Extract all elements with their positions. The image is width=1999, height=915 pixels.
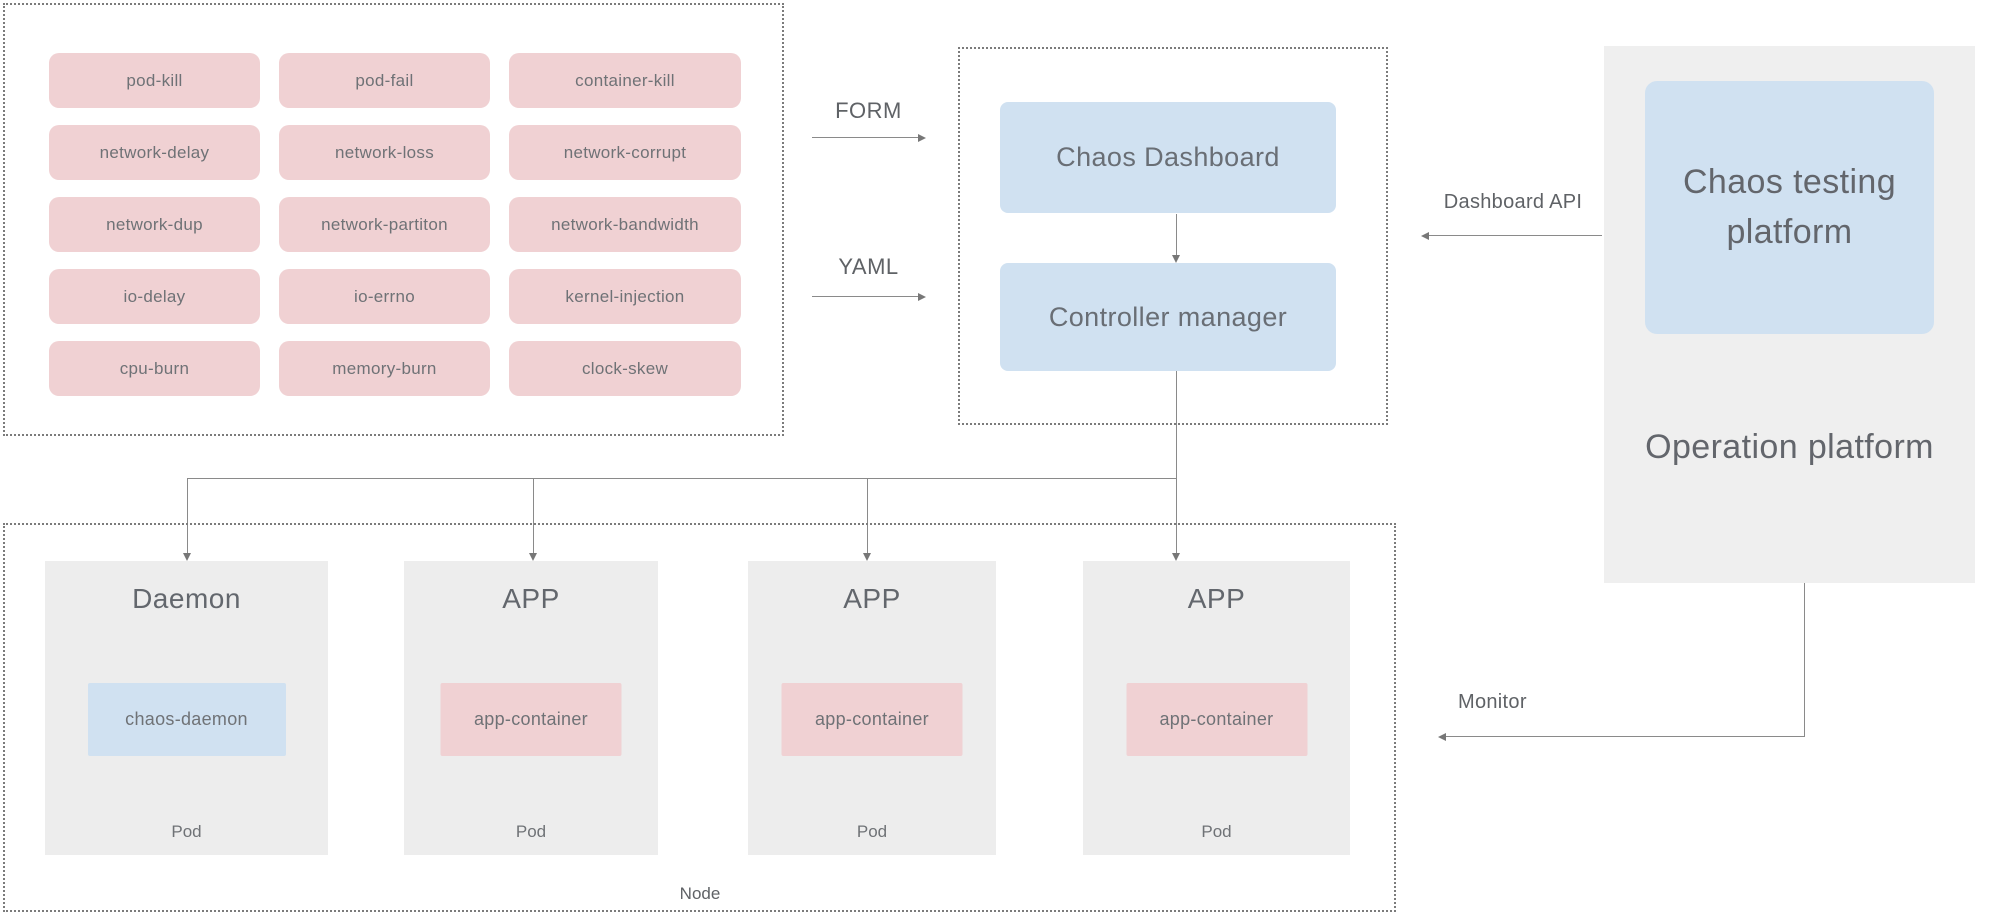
app1-arrowhead-icon — [529, 553, 537, 561]
control-plane-panel — [958, 47, 1388, 425]
node-label: Node — [679, 884, 721, 903]
operation-platform-panel: Chaos testing platform Operation platfor… — [1604, 46, 1975, 583]
app-pod-label: Pod — [1201, 822, 1232, 841]
controller-manager-box: Controller manager — [1000, 263, 1336, 371]
dashboard-api-label: Dashboard API — [1443, 191, 1583, 213]
form-arrowhead-icon — [918, 134, 926, 142]
chaos-testing-platform-box: Chaos testing platform — [1645, 81, 1934, 334]
app-pod-label: Pod — [856, 822, 888, 841]
chaos-daemon-container-box: chaos-daemon — [87, 683, 286, 756]
chaos-type-network-loss: network-loss — [279, 125, 490, 180]
daemon-pod-label: Pod — [171, 822, 202, 841]
branch-line — [187, 478, 1177, 479]
app-container-box: app-container — [440, 683, 622, 756]
app-pod-title: APP — [502, 583, 560, 614]
app3-arrowhead-icon — [1172, 553, 1180, 561]
app-pod-title: APP — [843, 583, 901, 614]
monitor-vertical-line — [1804, 583, 1805, 737]
controller-trunk-line — [1176, 371, 1177, 554]
yaml-arrowhead-icon — [918, 293, 926, 301]
app-container-box: app-container — [781, 683, 963, 756]
yaml-arrow-line — [812, 296, 921, 297]
chaos-type-network-corrupt: network-corrupt — [509, 125, 741, 180]
node-panel — [3, 523, 1396, 912]
chaos-type-io-delay: io-delay — [49, 269, 260, 324]
branch-drop-daemon-line — [187, 478, 188, 554]
app-pod-box-3: APP app-container Pod — [1083, 561, 1350, 855]
chaos-type-container-kill: container-kill — [509, 53, 741, 108]
dashboard-api-arrowhead-icon — [1421, 232, 1429, 240]
form-label: FORM — [835, 98, 902, 123]
chaos-type-network-dup: network-dup — [49, 197, 260, 252]
branch-drop-app1-line — [533, 478, 534, 554]
yaml-label: YAML — [838, 254, 899, 279]
chaos-type-memory-burn: memory-burn — [279, 341, 490, 396]
app-container-box: app-container — [1126, 683, 1307, 756]
monitor-arrowhead-icon — [1438, 733, 1446, 741]
app2-arrowhead-icon — [863, 553, 871, 561]
chaos-types-grid: pod-kill pod-fail container-kill network… — [49, 53, 741, 396]
dashboard-to-controller-line — [1176, 214, 1177, 257]
chaos-types-panel: pod-kill pod-fail container-kill network… — [3, 3, 784, 436]
monitor-label: Monitor — [1458, 691, 1527, 713]
app-pod-title: APP — [1187, 583, 1246, 614]
dashboard-to-controller-arrowhead-icon — [1172, 255, 1180, 263]
chaos-type-pod-fail: pod-fail — [279, 53, 490, 108]
chaos-type-network-partiton: network-partiton — [279, 197, 490, 252]
daemon-pod-box: Daemon chaos-daemon Pod — [45, 561, 328, 855]
chaos-type-network-delay: network-delay — [49, 125, 260, 180]
chaos-type-cpu-burn: cpu-burn — [49, 341, 260, 396]
chaos-type-kernel-injection: kernel-injection — [509, 269, 741, 324]
chaos-type-io-errno: io-errno — [279, 269, 490, 324]
chaos-type-clock-skew: clock-skew — [509, 341, 741, 396]
branch-drop-app2-line — [867, 478, 868, 554]
daemon-pod-title: Daemon — [132, 583, 241, 614]
form-arrow-line — [812, 137, 921, 138]
app-pod-box-1: APP app-container Pod — [404, 561, 658, 855]
app-pod-box-2: APP app-container Pod — [748, 561, 996, 855]
daemon-arrowhead-icon — [183, 553, 191, 561]
chaos-type-network-bandwidth: network-bandwidth — [509, 197, 741, 252]
app-pod-label: Pod — [515, 822, 547, 841]
chaos-dashboard-box: Chaos Dashboard — [1000, 102, 1336, 213]
dashboard-api-line — [1429, 235, 1602, 236]
chaos-type-pod-kill: pod-kill — [49, 53, 260, 108]
monitor-horizontal-line — [1446, 736, 1805, 737]
operation-platform-label: Operation platform — [1645, 428, 1934, 466]
